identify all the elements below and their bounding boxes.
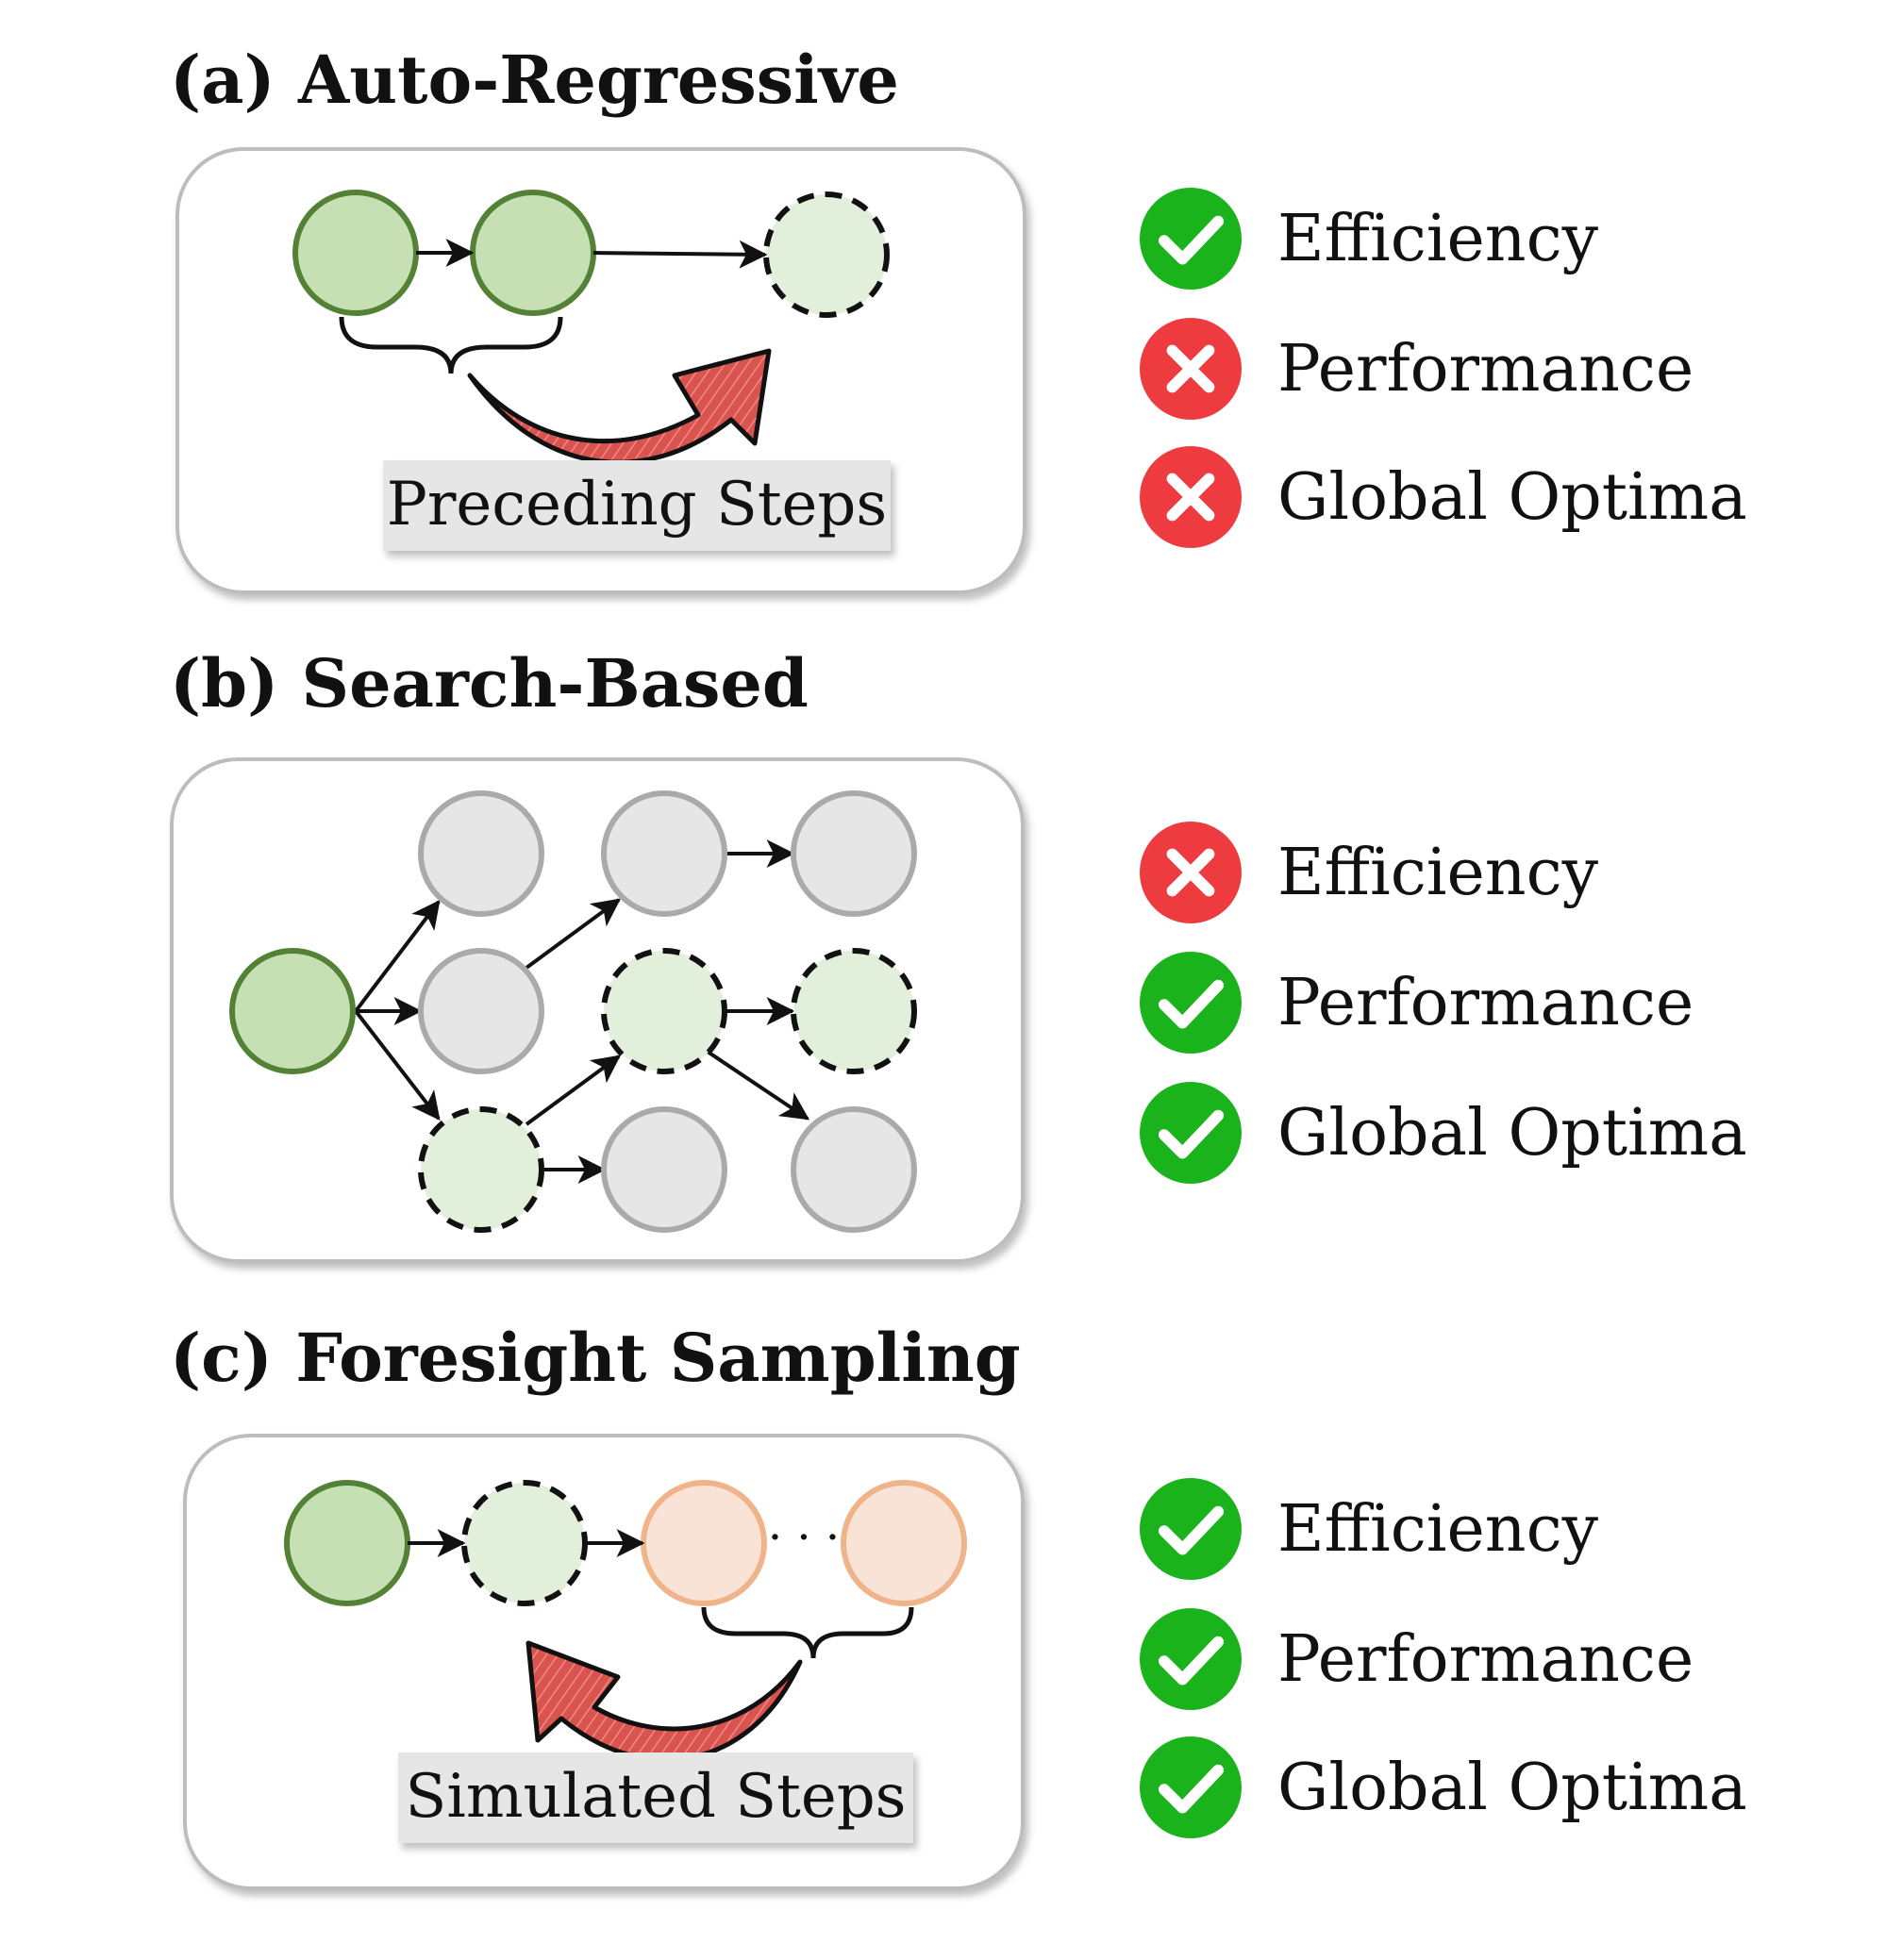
node-completed <box>470 190 596 316</box>
cross-icon <box>1140 318 1242 420</box>
curved-red-arrow-icon <box>526 1640 803 1763</box>
arrow <box>525 898 622 970</box>
property-label: Global Optima <box>1277 459 1747 535</box>
property-row: Global Optima <box>1140 1081 1747 1185</box>
property-row: Global Optima <box>1140 445 1747 549</box>
caption-preceding-steps: Preceding Steps <box>387 470 887 540</box>
panel-auto-regressive: Preceding Steps <box>175 147 1026 594</box>
section-title-foresight-sampling: (c) Foresight Sampling <box>170 1319 1021 1397</box>
panel-foresight-sampling: · · · Simulated Steps <box>183 1434 1025 1890</box>
property-label: Efficiency <box>1277 201 1599 276</box>
arrow <box>354 1009 441 1121</box>
check-icon <box>1140 1082 1242 1184</box>
node-root <box>229 948 356 1074</box>
property-label: Performance <box>1277 1621 1694 1697</box>
check-icon <box>1140 188 1242 290</box>
node-completed <box>292 190 419 316</box>
curly-brace <box>701 1606 914 1659</box>
node-selected-path <box>791 948 917 1074</box>
node-selected-path <box>418 1106 544 1233</box>
property-row: Efficiency <box>1140 821 1598 924</box>
arrow <box>525 1055 622 1126</box>
node-selected-path <box>601 948 727 1074</box>
node-simulated <box>841 1480 967 1606</box>
arrow <box>354 900 441 1013</box>
node-unexplored <box>601 790 727 917</box>
property-label: Efficiency <box>1277 1491 1599 1567</box>
curly-brace <box>339 316 563 374</box>
property-label: Efficiency <box>1277 835 1599 910</box>
node-simulated <box>641 1480 767 1606</box>
ellipsis: · · · <box>768 1511 840 1564</box>
arrow <box>706 1050 810 1121</box>
property-row: Performance <box>1140 1607 1693 1711</box>
property-row: Efficiency <box>1140 187 1598 291</box>
section-title-auto-regressive: (a) Auto-Regressive <box>170 41 899 119</box>
property-row: Efficiency <box>1140 1477 1598 1581</box>
node-unexplored <box>791 790 917 917</box>
caption-simulated-steps: Simulated Steps <box>406 1762 907 1832</box>
caption-box <box>383 460 891 551</box>
property-row: Performance <box>1140 317 1693 421</box>
node-unexplored <box>791 1106 917 1233</box>
property-row: Global Optima <box>1140 1736 1747 1839</box>
check-icon <box>1140 1478 1242 1580</box>
curved-red-arrow-icon <box>467 348 772 465</box>
node-unexplored <box>418 948 544 1074</box>
cross-icon <box>1140 822 1242 923</box>
check-icon <box>1140 1608 1242 1710</box>
node-unexplored <box>418 790 544 917</box>
property-label: Performance <box>1277 331 1694 407</box>
node-next-step <box>763 191 890 318</box>
property-label: Global Optima <box>1277 1750 1747 1825</box>
arrow <box>592 240 768 269</box>
caption-box <box>398 1752 913 1843</box>
cross-icon <box>1140 446 1242 548</box>
property-label: Global Optima <box>1277 1095 1747 1171</box>
property-row: Performance <box>1140 951 1693 1055</box>
node-completed <box>284 1480 410 1606</box>
panel-search-based <box>170 757 1025 1263</box>
property-label: Performance <box>1277 965 1694 1040</box>
node-next-step <box>461 1480 588 1606</box>
check-icon <box>1140 952 1242 1054</box>
section-title-search-based: (b) Search-Based <box>170 644 809 723</box>
node-unexplored <box>601 1106 727 1233</box>
check-icon <box>1140 1736 1242 1838</box>
